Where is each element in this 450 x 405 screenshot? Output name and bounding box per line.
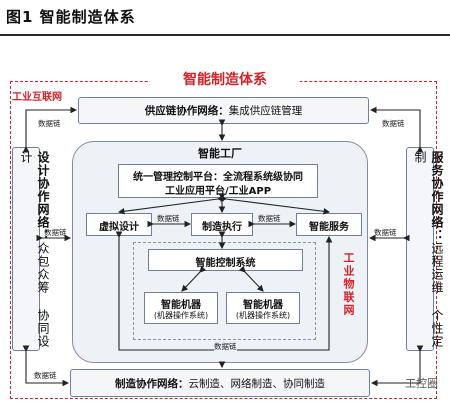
smart-machine-sub-1: (机器操作系统) bbox=[153, 311, 209, 320]
smart-factory-label: 智能工厂 bbox=[198, 147, 242, 160]
smart-machine-box-1 bbox=[144, 292, 218, 324]
design-network-text: 设计协作网络：众包众筹 协同设计 bbox=[18, 151, 52, 349]
manufacturing-execution-label: 制造执行 bbox=[202, 222, 242, 233]
data-link-label-6: 数据链 bbox=[258, 214, 281, 223]
control-system-label: 智能控制系统 bbox=[195, 258, 256, 269]
service-network-text: 服务协作网络：远程运维 个性定制 bbox=[412, 151, 446, 349]
design-network-desc: 众包众筹 协同设计 bbox=[19, 151, 50, 348]
title-rule bbox=[0, 34, 450, 36]
service-network-title: 服务协作网络： bbox=[430, 151, 444, 242]
design-network-box bbox=[12, 147, 40, 351]
data-link-label-4: 数据链 bbox=[374, 228, 397, 237]
smart-service-label: 智能服务 bbox=[309, 222, 349, 233]
figure-title: 图1 智能制造体系 bbox=[6, 8, 136, 26]
data-link-label-8: 数据链 bbox=[34, 371, 57, 380]
data-link-label-1: 数据链 bbox=[38, 119, 61, 128]
smart-machine-box-2 bbox=[226, 292, 300, 324]
industrial-internet-label: 工业互联网 bbox=[12, 88, 62, 103]
manufacturing-network-box bbox=[70, 369, 370, 397]
manufacturing-desc: 云制造、网络制造、协同制造 bbox=[188, 378, 326, 390]
supply-chain-network-text: 供应链协作网络：集成供应链管理 bbox=[78, 103, 369, 118]
data-link-label-2: 数据链 bbox=[382, 119, 405, 128]
smart-machine-title-1: 智能机器 bbox=[161, 300, 201, 311]
platform-box bbox=[118, 164, 318, 198]
platform-line1: 统一管理控制平台：全流程系统级协同 bbox=[133, 172, 303, 183]
data-link-label-7: 数据链 bbox=[214, 341, 237, 352]
design-network-title: 设计协作网络： bbox=[36, 151, 50, 242]
control-system-box bbox=[148, 249, 303, 271]
watermark: 工控圈 bbox=[405, 377, 438, 390]
data-link-label-3: 数据链 bbox=[44, 228, 67, 237]
supply-chain-title: 供应链协作网络： bbox=[144, 105, 229, 117]
virtual-design-label: 虚拟设计 bbox=[99, 222, 139, 233]
supply-chain-desc: 集成供应链管理 bbox=[228, 105, 303, 117]
service-network-desc: 远程运维 个性定制 bbox=[413, 151, 444, 348]
industrial-iot-label: 工业物联网 bbox=[342, 252, 355, 317]
data-link-label-5: 数据链 bbox=[157, 214, 180, 223]
platform-line2: 工业应用平台/工业APP bbox=[164, 186, 272, 197]
manufacturing-title: 制造协作网络： bbox=[115, 378, 189, 390]
smart-machine-sub-2: (机器操作系统) bbox=[235, 311, 291, 320]
smart-machine-title-2: 智能机器 bbox=[243, 300, 283, 311]
manufacturing-network-text: 制造协作网络：云制造、网络制造、协同制造 bbox=[70, 376, 370, 391]
main-title: 智能制造体系 bbox=[150, 69, 300, 89]
